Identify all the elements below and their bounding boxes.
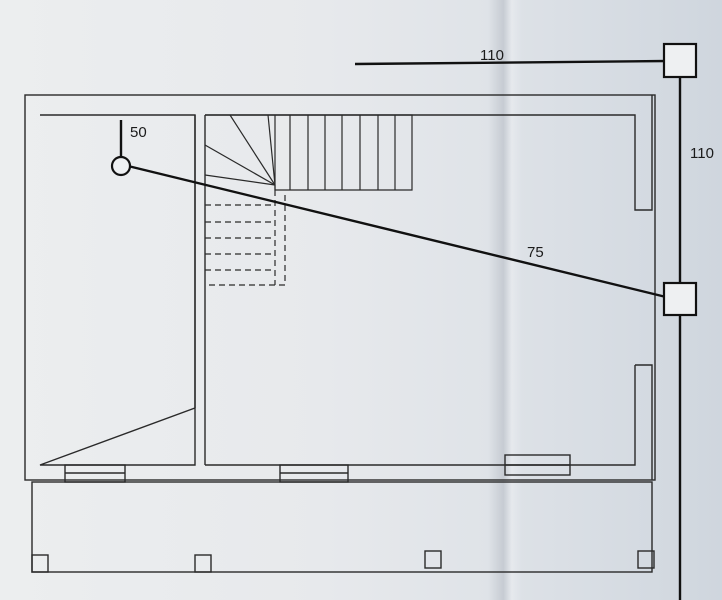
diagonal-connection-line [127,164,667,299]
pillar [194,554,212,573]
junction-box-top [662,42,698,79]
label-top-connection: 110 [480,47,504,64]
drain-circle [110,155,132,177]
staircase-lower-dashed [205,190,286,286]
label-riser: 110 [690,145,714,162]
junction-box-mid [662,281,698,317]
staircase [204,114,413,191]
pillar [424,550,442,569]
label-diagonal-connection: 75 [527,244,544,261]
central-wall [194,115,206,465]
outer-wall [24,94,656,481]
terrace-strip [31,481,653,573]
top-connection-line [354,59,668,66]
label-stub: 50 [130,124,147,141]
page-fold [488,0,522,600]
pillar [637,550,655,569]
pillar [31,554,49,573]
